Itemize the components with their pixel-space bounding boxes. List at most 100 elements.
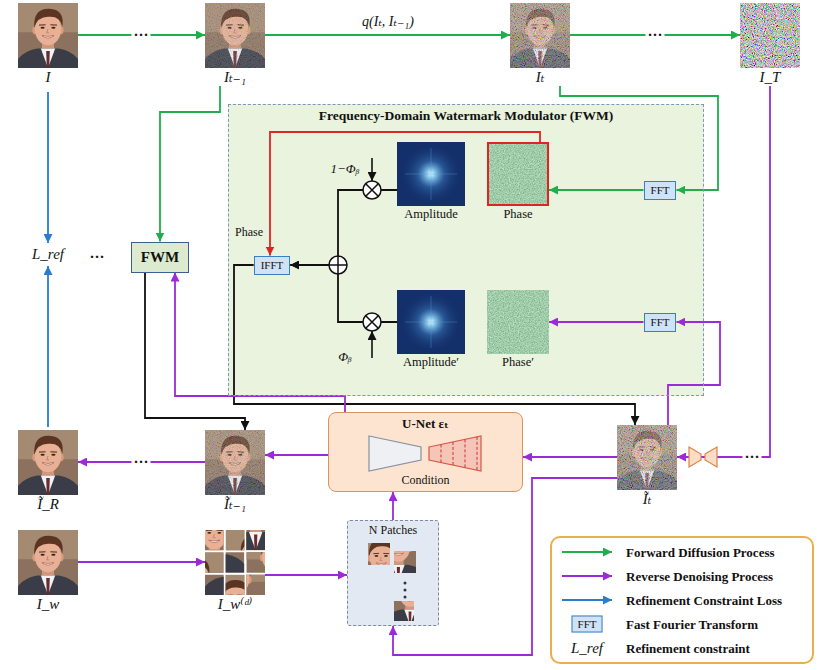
noise-overlay (617, 425, 677, 490)
nose-shape (47, 29, 49, 33)
suit-shape (18, 576, 78, 596)
node-label: FWM (141, 249, 179, 266)
legend-row: Refinement Constraint Loss (626, 593, 782, 608)
spectrum-glow (401, 292, 461, 352)
brow-shape (39, 24, 57, 25)
drawing-path (329, 256, 347, 274)
phase-spectrum (487, 290, 549, 354)
edge-label: q(Iₜ, Iₜ₋₁) (360, 14, 416, 30)
hair-shape (220, 539, 247, 557)
shirt-shape (392, 565, 405, 582)
mouth-shape (376, 563, 387, 565)
node-label: Ĩ_R (18, 495, 78, 513)
brow-shape (227, 595, 244, 596)
connector-arrow (677, 86, 770, 457)
drawing-circle (363, 181, 381, 199)
node-label: I_w⁽ᵈ⁾ (205, 595, 265, 613)
mouth-shape (42, 463, 54, 466)
connector-arrow (560, 86, 718, 190)
face-photo (617, 425, 677, 490)
node-label: Amplitude′ (397, 355, 465, 370)
decoder-shape (429, 436, 481, 471)
module-box: FWM (131, 242, 189, 273)
spectrum-image: Amplitude′ (397, 290, 465, 370)
edge-label: ··· (131, 455, 150, 470)
nose-shape (397, 547, 399, 550)
hair-shape (205, 558, 209, 576)
face-shape (262, 541, 265, 572)
mouth-shape (42, 563, 54, 566)
photo-ground (18, 530, 78, 595)
nose-shape (409, 594, 411, 597)
eye-shape (226, 556, 230, 558)
eye-shape (41, 454, 45, 456)
face-shape (221, 543, 246, 574)
eye-shape (41, 554, 45, 556)
legend-text: Refinement Constraint Loss (626, 593, 782, 608)
spectrum-axis (405, 296, 457, 348)
node-label: FFT (651, 184, 670, 197)
face-shape (399, 581, 420, 607)
ear-shape (205, 534, 206, 541)
connector-arrow (265, 34, 510, 36)
drawing-path (366, 184, 378, 196)
spectrum-axis (405, 148, 457, 200)
photo-node: I (18, 3, 78, 86)
suit-shape (205, 554, 244, 572)
ear-shape (226, 534, 230, 541)
refinement-arrow (47, 92, 49, 243)
face-photo (18, 530, 78, 595)
photo-ground (209, 554, 265, 581)
node-label: Ĩₜ₋₁ (205, 495, 265, 513)
photo-node: Iₜ (510, 3, 570, 86)
patch-grid-image (205, 530, 265, 595)
connector-arrow (549, 321, 644, 323)
mouth-shape (209, 540, 220, 542)
connector-arrow (78, 561, 205, 563)
node-label: U-Net εₜ (402, 416, 449, 431)
node-label: Ĩₜ (617, 490, 677, 508)
node-label: IFFT (261, 259, 284, 272)
photo-node: Ĩ_R (18, 430, 78, 513)
connector-arrow (523, 456, 617, 458)
free-label: Φᵦ (338, 349, 352, 364)
nose-shape (232, 558, 234, 562)
image-patch (209, 554, 265, 595)
photo-node: I_w (18, 530, 78, 613)
brow-shape (225, 554, 242, 555)
legend-sample (562, 599, 612, 601)
mouth-shape (211, 542, 222, 544)
eye-shape (51, 554, 55, 556)
edge-label: Phase (233, 225, 265, 239)
free-label: L_ref (571, 640, 603, 657)
node-label: Iₜ (510, 68, 570, 86)
eye-shape (51, 454, 55, 456)
ear-shape (385, 545, 389, 552)
eye-shape (230, 577, 234, 579)
mouth-shape (393, 553, 404, 555)
neck-shape (231, 588, 242, 595)
eye-shape (404, 592, 407, 594)
eye-shape (41, 27, 45, 29)
photo-ground (18, 3, 78, 68)
eye-shape (217, 532, 221, 534)
photo-ground (386, 573, 434, 624)
photo-ground (205, 534, 261, 561)
hair-shape (222, 580, 249, 595)
unet-block: U-Net εₜCondition (328, 412, 523, 492)
drawing-path (366, 316, 378, 328)
noise-overlay (205, 430, 265, 495)
tie-shape (46, 478, 50, 495)
shirt-shape (375, 574, 388, 591)
photo-node: Iₜ₋₁ (205, 3, 265, 86)
brow-shape (373, 553, 389, 554)
connector-arrow (265, 454, 328, 456)
decoder-layer (441, 444, 442, 462)
eye-shape (207, 532, 211, 534)
eye-shape (236, 556, 240, 558)
weight-arrow (371, 331, 373, 358)
decoder-layer (465, 439, 466, 467)
photo-ground (228, 530, 265, 550)
tie-shape (215, 557, 218, 573)
shirt-shape (210, 554, 223, 572)
